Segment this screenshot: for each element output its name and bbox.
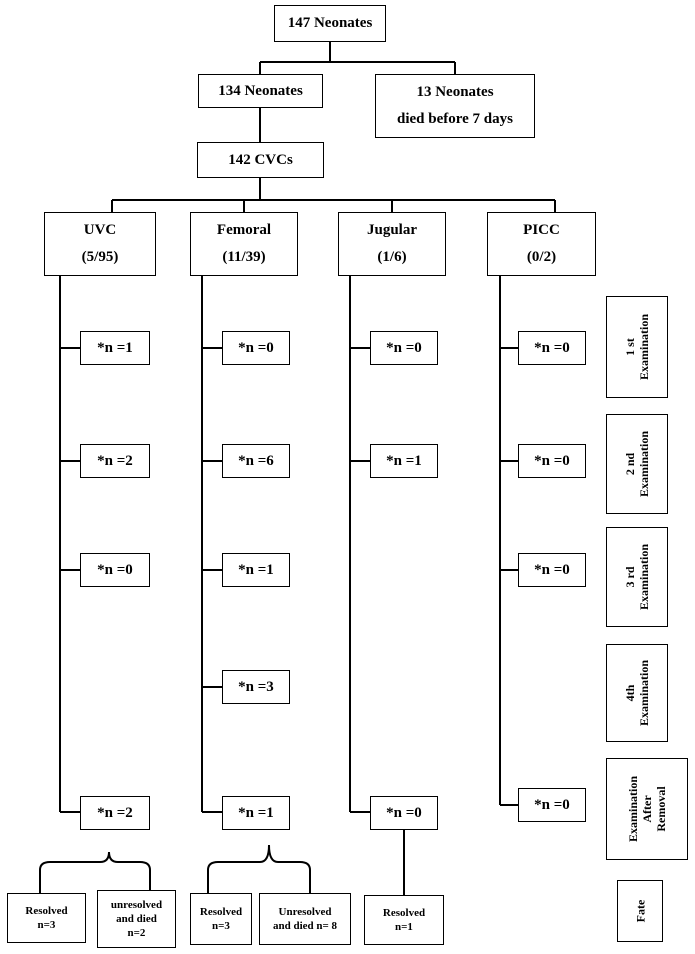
catheter-ratio: (1/6) xyxy=(377,248,407,265)
count-box-picc-2: *n =0 xyxy=(518,444,586,478)
count-box-jugular-1: *n =0 xyxy=(370,331,438,365)
outcome-status: Resolved xyxy=(199,906,243,918)
count-box-femoral-1: *n =0 xyxy=(222,331,290,365)
brace xyxy=(207,844,311,893)
exam-label-4: 4th Examination xyxy=(606,644,668,742)
exam-label-3: 3 rd Examination xyxy=(606,527,668,627)
catheter-ratio: (5/95) xyxy=(81,248,119,265)
outcome-status: unresolved xyxy=(110,899,163,911)
died-note: died before 7 days xyxy=(397,110,513,127)
count-box-picc-1: *n =0 xyxy=(518,331,586,365)
exam-word: Examination xyxy=(637,543,652,611)
count-box-femoral-removal: *n =1 xyxy=(222,796,290,830)
count-box-uvc-1: *n =1 xyxy=(80,331,150,365)
outcome-count: n=2 xyxy=(127,927,146,939)
outcome-femoral-unresolved: Unresolved and died n= 8 xyxy=(259,893,351,945)
brace xyxy=(39,851,151,893)
count-box-uvc-3: *n =0 xyxy=(80,553,150,587)
count-box-jugular-2: *n =1 xyxy=(370,444,438,478)
catheter-name: Femoral xyxy=(216,222,272,239)
outcome-count: n=1 xyxy=(395,921,413,933)
catheter-ratio: (11/39) xyxy=(222,248,266,265)
total-neonates-box: 147 Neonates xyxy=(274,5,386,42)
count-box-jugular-removal: *n =0 xyxy=(370,796,438,830)
count-box-femoral-3: *n =1 xyxy=(222,553,290,587)
count-box-femoral-4: *n =3 xyxy=(222,670,290,704)
catheter-ratio: (0/2) xyxy=(526,248,557,265)
exam-label-2: 2 nd Examination xyxy=(606,414,668,514)
count-box-picc-removal: *n =0 xyxy=(518,788,586,822)
outcome-jugular-resolved: Resolved n=1 xyxy=(364,895,444,945)
outcome-count: n=3 xyxy=(37,919,56,931)
catheter-name: Jugular xyxy=(366,222,417,239)
exam-word: Examination xyxy=(637,430,652,498)
outcome-uvc-unresolved: unresolved and died n=2 xyxy=(97,890,176,948)
died-count: 13 Neonates xyxy=(416,84,494,101)
outcome-status: Unresolved xyxy=(278,906,332,918)
outcome-femoral-resolved: Resolved n=3 xyxy=(190,893,252,945)
catheter-name: PICC xyxy=(523,222,560,239)
count-box-uvc-2: *n =2 xyxy=(80,444,150,478)
outcome-status: Resolved xyxy=(382,907,426,919)
outcome-status: Resolved xyxy=(25,905,68,917)
survivors-box: 134 Neonates xyxy=(198,74,323,108)
exam-ordinal: 4th xyxy=(623,684,638,702)
exam-after: After xyxy=(639,795,654,823)
catheter-name: UVC xyxy=(83,222,117,239)
catheter-femoral: Femoral (11/39) xyxy=(190,212,298,276)
exam-ordinal: 1 st xyxy=(623,338,638,356)
exam-label-removal: Examination After Removal xyxy=(606,758,688,860)
exam-ordinal: 2 nd xyxy=(623,452,638,476)
died-box: 13 Neonates died before 7 days xyxy=(375,74,535,138)
exam-removal: Removal xyxy=(653,786,668,832)
fate-text: Fate xyxy=(633,899,647,923)
exam-ordinal: 3 rd xyxy=(623,566,638,588)
cvcs-box: 142 CVCs xyxy=(197,142,324,178)
exam-word: Examination xyxy=(637,313,652,381)
outcome-count: n=3 xyxy=(212,920,230,932)
exam-label-1: 1 st Examination xyxy=(606,296,668,398)
outcome-status-2: and died xyxy=(116,913,157,925)
catheter-jugular: Jugular (1/6) xyxy=(338,212,446,276)
outcome-uvc-resolved: Resolved n=3 xyxy=(7,893,86,943)
catheter-uvc: UVC (5/95) xyxy=(44,212,156,276)
exam-word: Examination xyxy=(637,659,652,727)
fate-label: Fate xyxy=(617,880,663,942)
count-box-picc-3: *n =0 xyxy=(518,553,586,587)
catheter-picc: PICC (0/2) xyxy=(487,212,596,276)
exam-word: Examination xyxy=(625,775,640,843)
count-box-femoral-2: *n =6 xyxy=(222,444,290,478)
count-box-uvc-removal: *n =2 xyxy=(80,796,150,830)
outcome-count: and died n= 8 xyxy=(272,920,338,932)
